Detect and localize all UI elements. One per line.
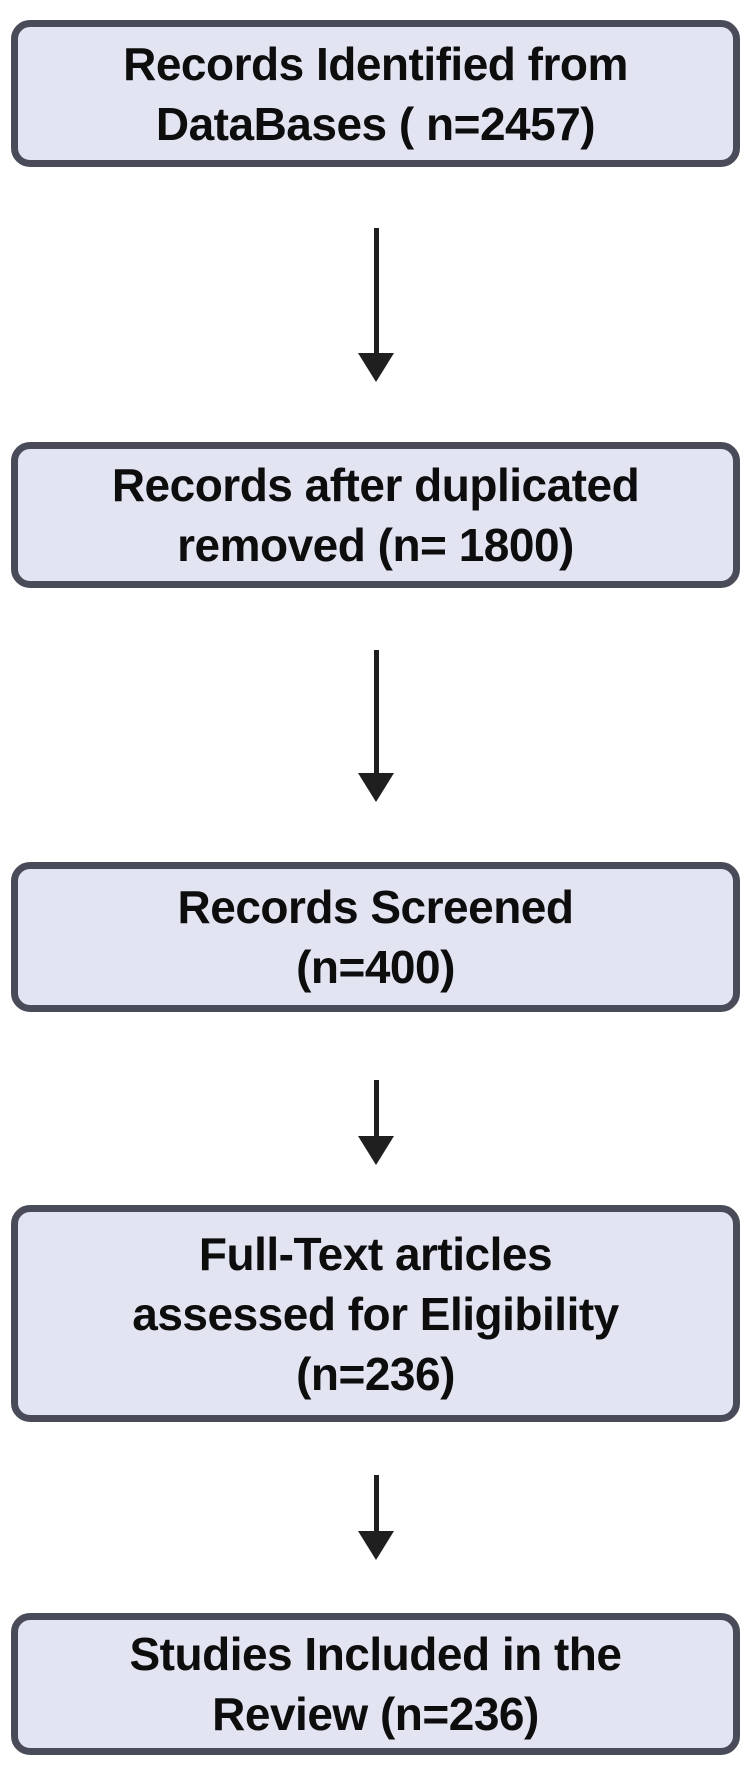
text-line: (n=236) [296,1347,455,1400]
box-text: Full-Text articles assessed for Eligibil… [132,1224,619,1404]
text-line: Full-Text articles [198,1227,553,1280]
text-line: Studies Included in the [129,1628,622,1680]
flow-box-studies-included: Studies Included in the Review (n=236) [11,1613,740,1755]
flow-box-records-identified: Records Identified from DataBases ( n=24… [11,20,740,167]
arrow-head [358,773,394,802]
arrow-stem [373,228,379,353]
text-line: Records Screened [177,881,574,933]
box-text: Studies Included in the Review (n=236) [130,1624,622,1744]
down-arrow-icon [357,228,395,382]
arrow-stem [373,650,379,773]
text-line: (n=400) [296,941,455,993]
flow-box-records-screened: Records Screened (n=400) [11,862,740,1012]
down-arrow-icon [357,1080,395,1165]
text-line: DataBases ( n=2457) [155,97,596,150]
arrow-head [358,1531,394,1560]
flow-box-duplicates-removed: Records after duplicated removed (n= 180… [11,442,740,588]
arrow-head [358,1136,394,1165]
down-arrow-icon [357,1475,395,1560]
text-line: Records after duplicated [111,459,640,511]
flow-box-fulltext-assessed: Full-Text articles assessed for Eligibil… [11,1205,740,1422]
box-text: Records after duplicated removed (n= 180… [111,455,640,575]
arrow-stem [373,1475,379,1531]
text-line: assessed for Eligibility [132,1287,619,1340]
arrow-head [358,353,394,382]
arrow-stem [373,1080,379,1136]
text-line: Records Identified from [123,37,628,90]
down-arrow-icon [357,650,395,802]
text-line: Review (n=236) [212,1688,539,1740]
box-text: Records Identified from DataBases ( n=24… [123,34,628,154]
box-text: Records Screened (n=400) [178,877,574,997]
text-line: removed (n= 1800) [177,519,574,571]
